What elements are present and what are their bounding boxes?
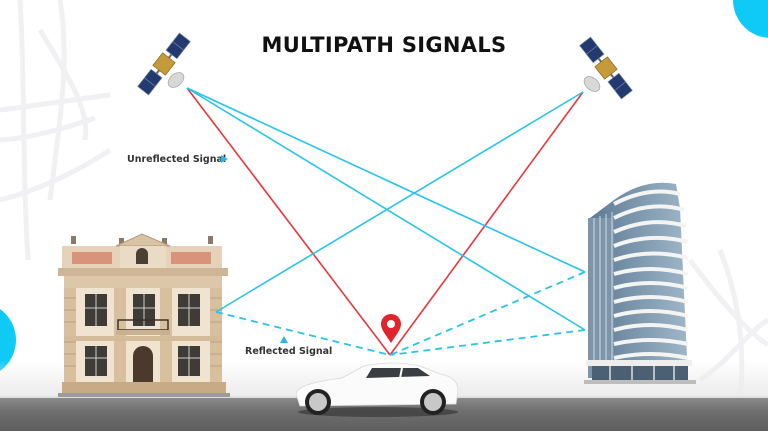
arrow-up-icon xyxy=(280,336,288,343)
label-reflected-signal: Reflected Signal xyxy=(245,346,333,357)
incoming-signal-tower-lower xyxy=(186,87,586,331)
satellite-icon xyxy=(137,32,191,96)
page-title: MULTIPATH SIGNALS xyxy=(0,33,768,57)
direct-signal-right xyxy=(389,91,584,356)
modern-tower xyxy=(584,182,696,384)
reflected-signal-building-left xyxy=(215,311,391,356)
white-car xyxy=(295,362,459,417)
arrow-right-icon xyxy=(221,155,228,163)
incoming-signal-tower-upper xyxy=(186,87,586,273)
classical-building xyxy=(58,233,230,397)
incoming-signal-building-left xyxy=(215,91,584,313)
satellite-icon xyxy=(579,36,633,100)
reflected-signal-tower-lower xyxy=(389,329,586,356)
title-text: MULTIPATH SIGNALS xyxy=(261,33,507,57)
label-unreflected-signal: Unreflected Signal xyxy=(127,154,227,165)
direct-signal-left xyxy=(186,87,391,356)
location-pin-icon xyxy=(381,314,401,343)
